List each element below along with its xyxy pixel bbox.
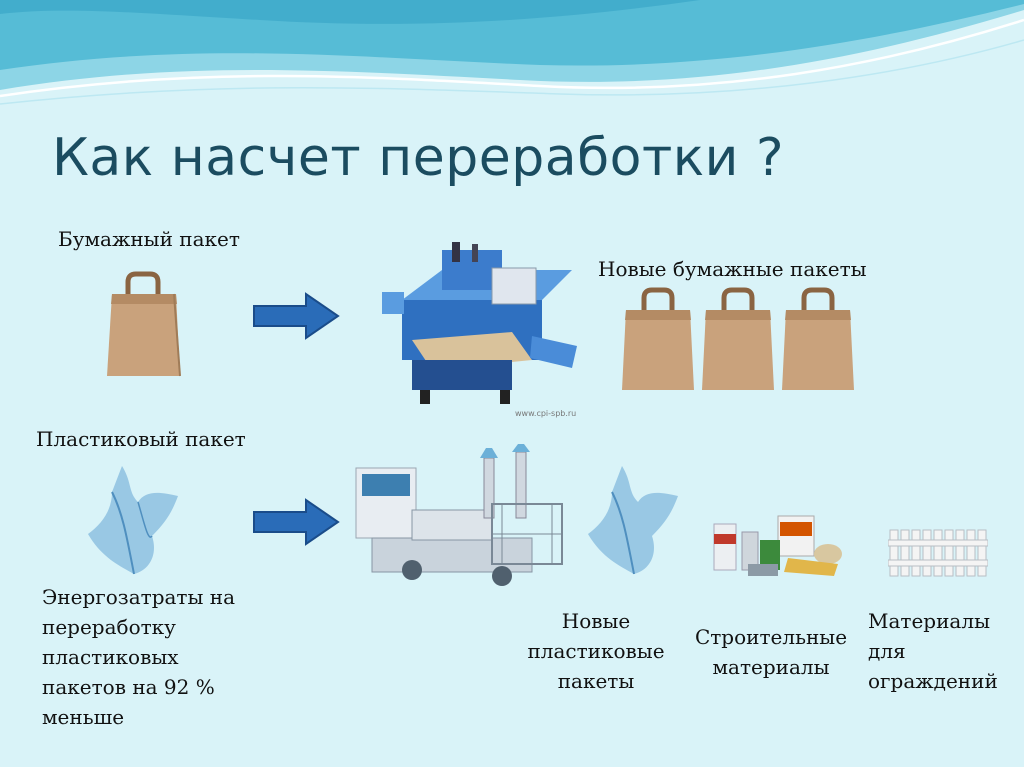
plastic-bag-icon [588, 466, 678, 575]
bag-making-machine-image [382, 242, 577, 404]
building-materials-label: Строительные материалы [682, 622, 860, 682]
slide-title: Как насчет переработки ? [52, 128, 785, 188]
label-line: ограждений [868, 669, 998, 693]
paper-bag-label: Бумажный пакет [58, 227, 240, 251]
fence-image [888, 529, 988, 577]
right-arrow-icon [253, 498, 340, 546]
new-paper-bags-label: Новые бумажные пакеты [598, 257, 867, 281]
machine-watermark: www.cpi-spb.ru [515, 409, 577, 418]
energy-note-line: Энергозатраты на [42, 585, 236, 609]
label-line: для [868, 639, 906, 663]
energy-savings-note: Энергозатраты на переработку пластиковых… [42, 582, 235, 732]
paper-bag-icon [782, 287, 854, 390]
paper-bag-icon [622, 287, 694, 390]
energy-note-line: пластиковых [42, 645, 179, 669]
plastic-bag-label: Пластиковый пакет [36, 427, 246, 451]
energy-note-line: меньше [42, 705, 125, 729]
label-line: материалы [712, 655, 830, 679]
paper-bag-icon [107, 271, 181, 377]
right-arrow-icon [253, 292, 340, 340]
label-line: Строительные [694, 625, 848, 649]
building-materials-image [713, 515, 842, 576]
label-line: пакеты [557, 669, 635, 693]
fence-materials-label: Материалы для ограждений [868, 606, 998, 696]
label-line: Материалы [868, 609, 990, 633]
plastic-bag-icon [88, 466, 178, 575]
label-line: пластиковые [527, 639, 665, 663]
energy-note-line: переработку [42, 615, 176, 639]
energy-note-line: пакетов на 92 % [42, 675, 215, 699]
new-plastic-bags-label: Новые пластиковые пакеты [522, 606, 670, 696]
film-extruder-image [355, 444, 563, 586]
paper-bag-icon [702, 287, 774, 390]
label-line: Новые [561, 609, 631, 633]
header-wave-decoration [0, 0, 1024, 105]
